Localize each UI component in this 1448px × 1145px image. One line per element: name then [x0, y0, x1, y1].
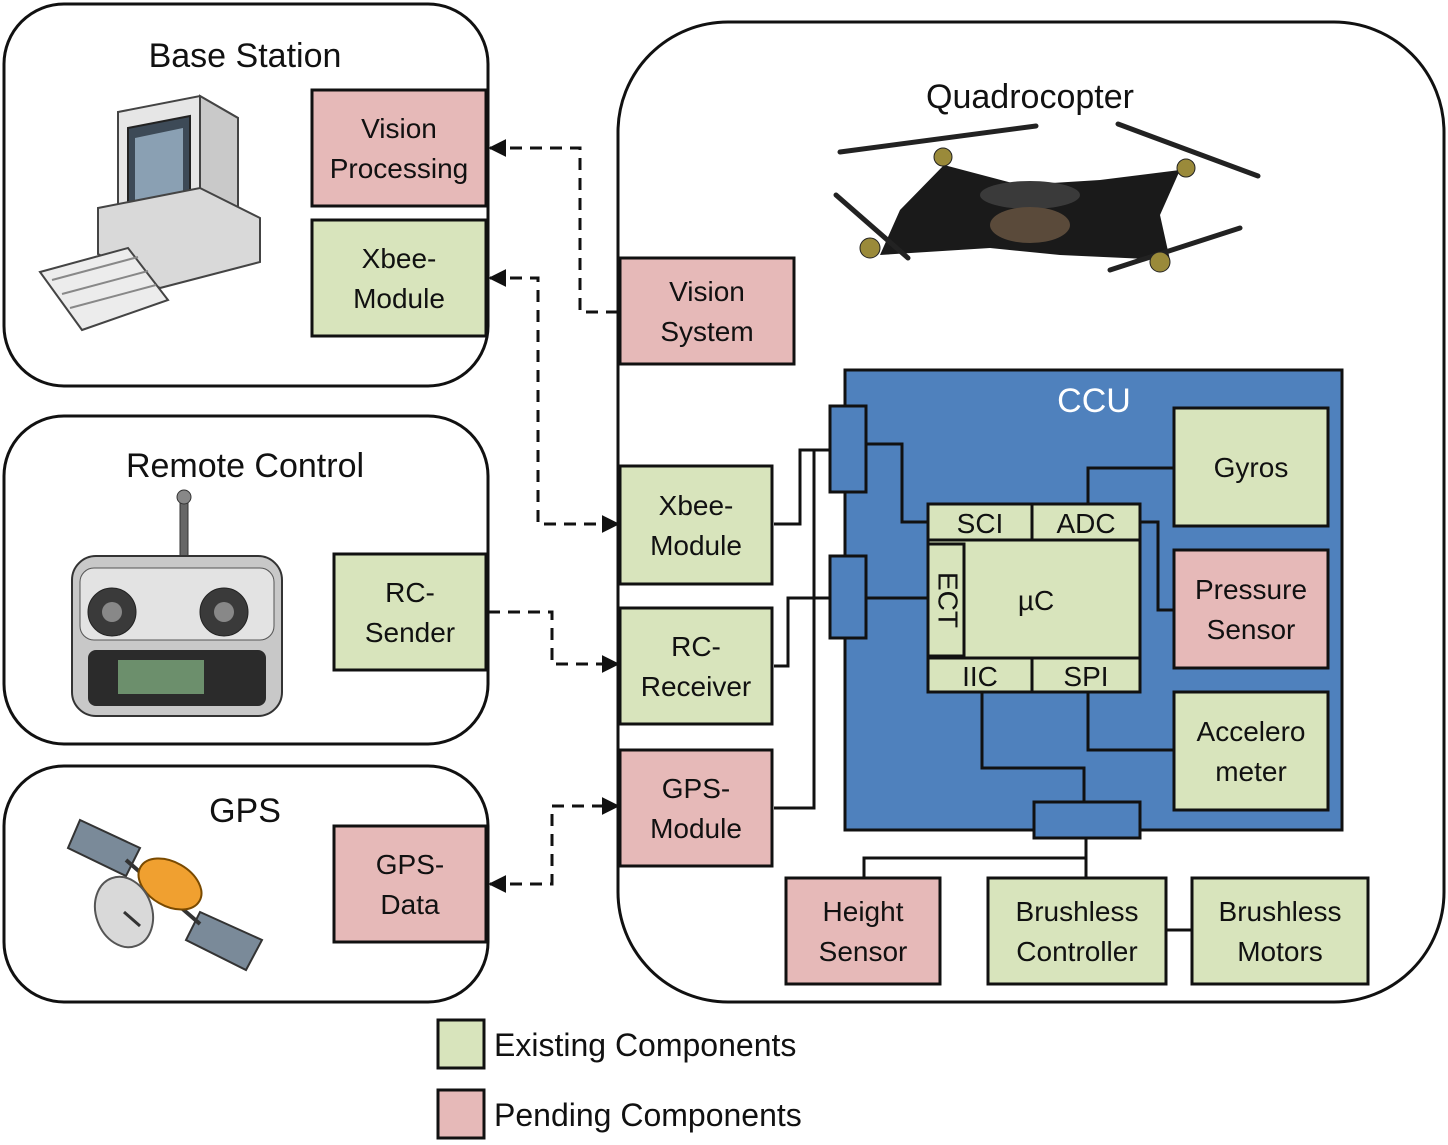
gyros-box	[1172, 406, 1330, 528]
gps-module-label-line-1: GPS-	[662, 773, 730, 804]
legend-pending-label: Pending Components	[494, 1097, 802, 1133]
base-station-title: Base Station	[149, 37, 342, 75]
legend: Existing Components Pending Components	[436, 1018, 802, 1140]
pressure-sensor-box	[1172, 548, 1330, 670]
accelerometer-box	[1172, 690, 1330, 812]
ccu-connector-middle	[828, 554, 868, 640]
pressure-sensor-label-line-2: Sensor	[1207, 614, 1296, 645]
legend-existing-swatch	[436, 1018, 486, 1070]
port-ect-label: ECT	[933, 572, 964, 628]
legend-existing-label: Existing Components	[494, 1027, 796, 1063]
height-sensor-label-line-2: Sensor	[819, 936, 908, 967]
ccu-connector-top	[828, 404, 868, 494]
port-ect	[926, 542, 966, 658]
gps-data-label-line-1: GPS-	[376, 849, 444, 880]
rc-receiver-label-line-1: RC-	[671, 631, 721, 662]
port-spi	[1030, 656, 1142, 694]
rc-receiver-label-line-2: Receiver	[641, 671, 751, 702]
port-sci	[926, 502, 1034, 542]
gyros-label-line-1: Gyros	[1214, 452, 1289, 483]
xbee-base-label-line-1: Xbee-	[362, 243, 437, 274]
vision-processing-label-line-2: Processing	[330, 153, 469, 184]
rc-sender-box	[332, 552, 488, 672]
accelerometer-label-line-1: Accelero	[1197, 716, 1306, 747]
xbee-quad-box	[618, 464, 774, 586]
vision-system-label-line-2: System	[660, 316, 753, 347]
microcontroller-label: µC	[1018, 585, 1054, 616]
brushless-controller-label-line-1: Brushless	[1016, 896, 1139, 927]
accelerometer-label-line-2: meter	[1215, 756, 1287, 787]
wireless-links	[488, 139, 620, 893]
xbee-quad-label-line-1: Xbee-	[659, 490, 734, 521]
vision-system-box	[618, 256, 796, 366]
xbee-quad-label-line-2: Module	[650, 530, 742, 561]
brushless-controller-label-line-2: Controller	[1016, 936, 1137, 967]
vision-link	[488, 139, 618, 314]
pressure-sensor-label-line-1: Pressure	[1195, 574, 1307, 605]
xbee-base-box	[310, 218, 488, 338]
brushless-motors-box	[1190, 876, 1370, 986]
ccu-title: CCU	[1057, 382, 1131, 420]
rc-receiver-box	[618, 606, 774, 726]
rc-sender-label-line-1: RC-	[385, 577, 435, 608]
brushless-motors-label-line-2: Motors	[1237, 936, 1323, 967]
remote-control-icon	[71, 489, 283, 717]
vision-processing-label-line-1: Vision	[361, 113, 437, 144]
gps-data-box	[332, 824, 488, 944]
component-boxes: VisionProcessingXbee-ModuleRC-SenderGPS-…	[310, 88, 1370, 986]
gps-title: GPS	[209, 792, 281, 830]
port-sci-label: SCI	[957, 508, 1004, 539]
height-sensor-label-line-1: Height	[823, 896, 904, 927]
ccu-connector-bottom	[1032, 800, 1142, 840]
port-iic-label: IIC	[962, 661, 998, 692]
remote-control-title: Remote Control	[126, 447, 364, 485]
xbee-base-label-line-2: Module	[353, 283, 445, 314]
gps-link	[488, 797, 620, 893]
computer-icon	[38, 94, 261, 332]
rc-link	[488, 610, 620, 673]
brushless-motors-label-line-1: Brushless	[1219, 896, 1342, 927]
vision-processing-box	[310, 88, 488, 208]
rc-sender-label-line-2: Sender	[365, 617, 455, 648]
port-spi-label: SPI	[1063, 661, 1108, 692]
gps-data-label-line-2: Data	[380, 889, 440, 920]
gps-module-label-line-2: Module	[650, 813, 742, 844]
quadrocopter-icon	[833, 121, 1261, 273]
xbee-link	[488, 269, 620, 533]
vision-system-label-line-1: Vision	[669, 276, 745, 307]
height-sensor-box	[784, 876, 942, 986]
quadrocopter-title: Quadrocopter	[926, 78, 1134, 116]
solid-connections	[774, 442, 1192, 932]
brushless-controller-box	[986, 876, 1168, 986]
legend-pending-swatch	[436, 1088, 486, 1140]
satellite-icon	[66, 818, 264, 972]
port-adc-label: ADC	[1056, 508, 1115, 539]
gps-module-box	[618, 748, 774, 868]
